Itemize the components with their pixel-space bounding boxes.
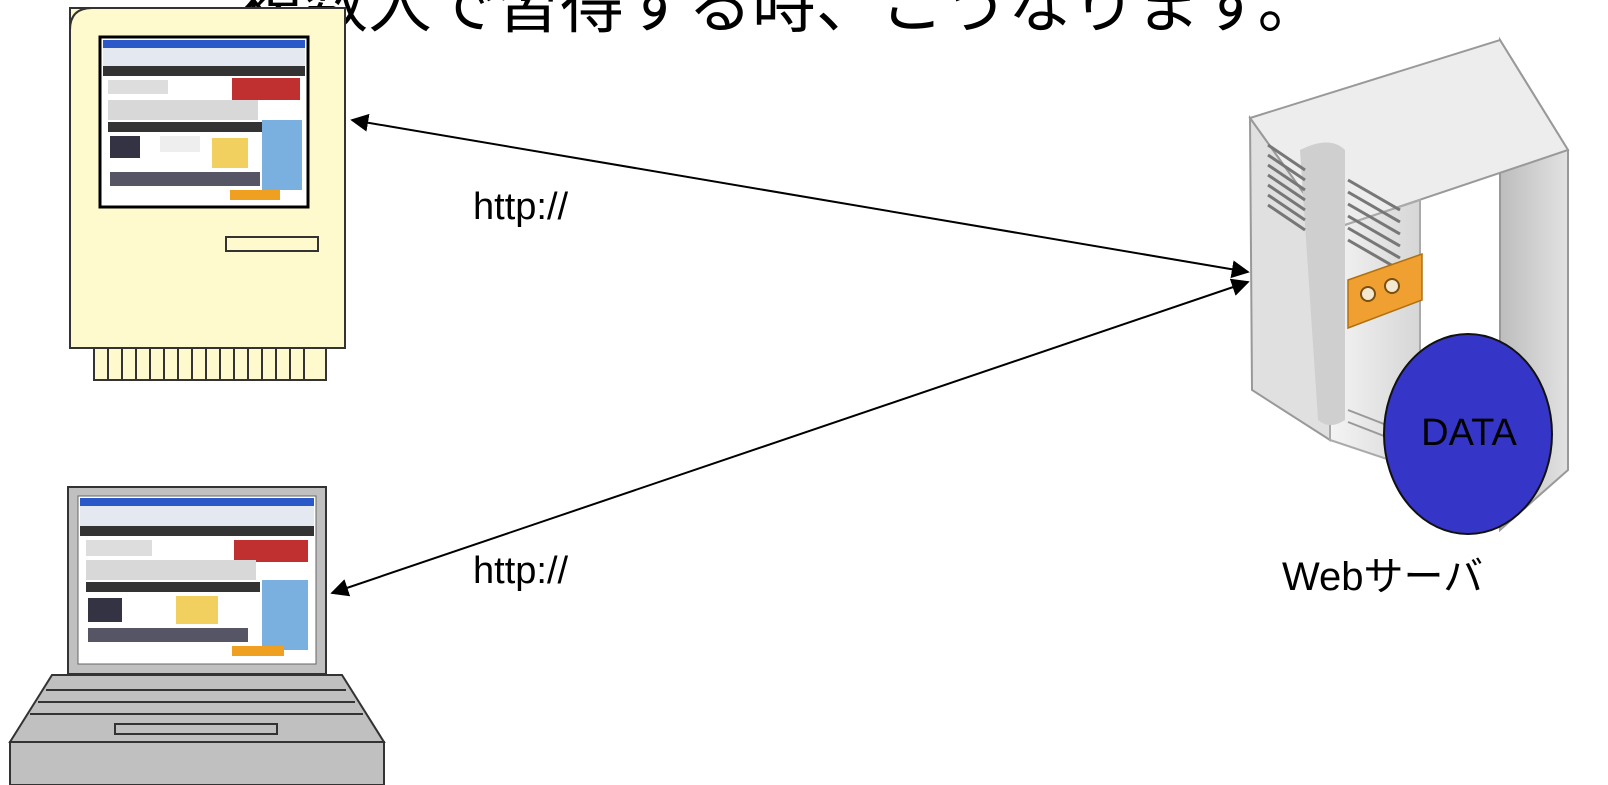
connection-label-laptop: http:// [473,550,569,592]
page-title: 複数人で習得する時、こうなります。 [240,0,1322,43]
desktop-screen-browser [103,40,305,200]
database-disc-icon [1383,333,1553,535]
laptop-screen-browser [80,498,314,656]
data-label: DATA [1421,412,1517,454]
server-label: Webサーバ [1282,555,1484,599]
connection-label-desktop: http:// [473,186,569,228]
connection-arrow-desktop [350,113,1250,279]
connection-arrow-laptop [330,278,1250,597]
